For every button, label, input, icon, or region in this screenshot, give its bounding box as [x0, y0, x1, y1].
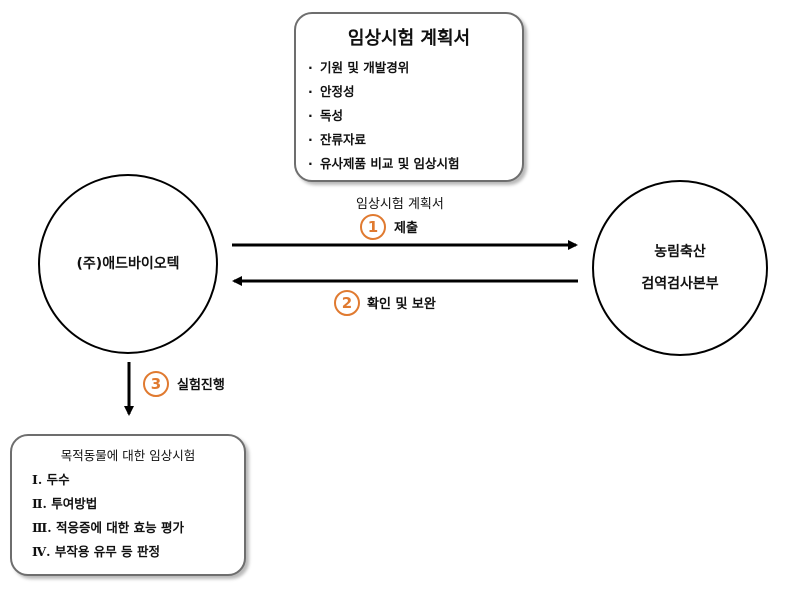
experiment-box: 목적동물에 대한 임상시험 Ⅰ. 두수 Ⅱ. 투여방법 Ⅲ. 적응증에 대한 효…	[10, 434, 246, 576]
plan-item: 안정성	[308, 82, 460, 106]
experiment-item: Ⅳ. 부작용 유무 등 판정	[32, 542, 184, 566]
step3-number: 3	[143, 371, 169, 397]
experiment-item: Ⅰ. 두수	[32, 470, 184, 494]
plan-box: 임상시험 계획서 기원 및 개발경위 안정성 독성 잔류자료 유사제품 비교 및…	[294, 12, 524, 182]
plan-title: 임상시험 계획서	[347, 28, 471, 49]
plan-item: 기원 및 개발경위	[308, 58, 460, 82]
plan-item: 독성	[308, 106, 460, 130]
plan-list: 기원 및 개발경위 안정성 독성 잔류자료 유사제품 비교 및 임상시험	[308, 58, 460, 178]
step2-label: 확인 및 보완	[367, 297, 436, 312]
experiment-item: Ⅱ. 투여방법	[32, 494, 184, 518]
experiment-item-text: 두수	[46, 472, 70, 487]
step1-label: 제출	[394, 221, 418, 236]
experiment-item-number: Ⅲ.	[32, 520, 52, 535]
submit-caption: 임상시험 계획서	[356, 197, 444, 212]
experiment-item-text: 투여방법	[51, 496, 98, 511]
experiment-item-number: Ⅰ.	[32, 472, 43, 487]
plan-item: 유사제품 비교 및 임상시험	[308, 154, 460, 178]
experiment-item-text: 부작용 유무 등 판정	[54, 544, 160, 559]
company-node: (주)애드바이오텍	[38, 174, 218, 354]
step3-label: 실험진행	[177, 378, 225, 393]
experiment-item-text: 적응증에 대한 효능 평가	[55, 520, 184, 535]
experiment-title: 목적동물에 대한 임상시험	[60, 448, 196, 463]
plan-item: 잔류자료	[308, 130, 460, 154]
agency-label-line2: 검역검사본부	[641, 276, 719, 292]
step1-number: 1	[360, 214, 386, 240]
experiment-item: Ⅲ. 적응증에 대한 효능 평가	[32, 518, 184, 542]
experiment-item-number: Ⅳ.	[32, 544, 51, 559]
experiment-item-number: Ⅱ.	[32, 496, 47, 511]
step2-number: 2	[334, 290, 360, 316]
experiment-list: Ⅰ. 두수 Ⅱ. 투여방법 Ⅲ. 적응증에 대한 효능 평가 Ⅳ. 부작용 유무…	[32, 470, 184, 566]
company-label: (주)애드바이오텍	[76, 256, 180, 272]
agency-label-line1: 농림축산	[654, 244, 706, 260]
agency-node: 농림축산 검역검사본부	[592, 180, 768, 356]
